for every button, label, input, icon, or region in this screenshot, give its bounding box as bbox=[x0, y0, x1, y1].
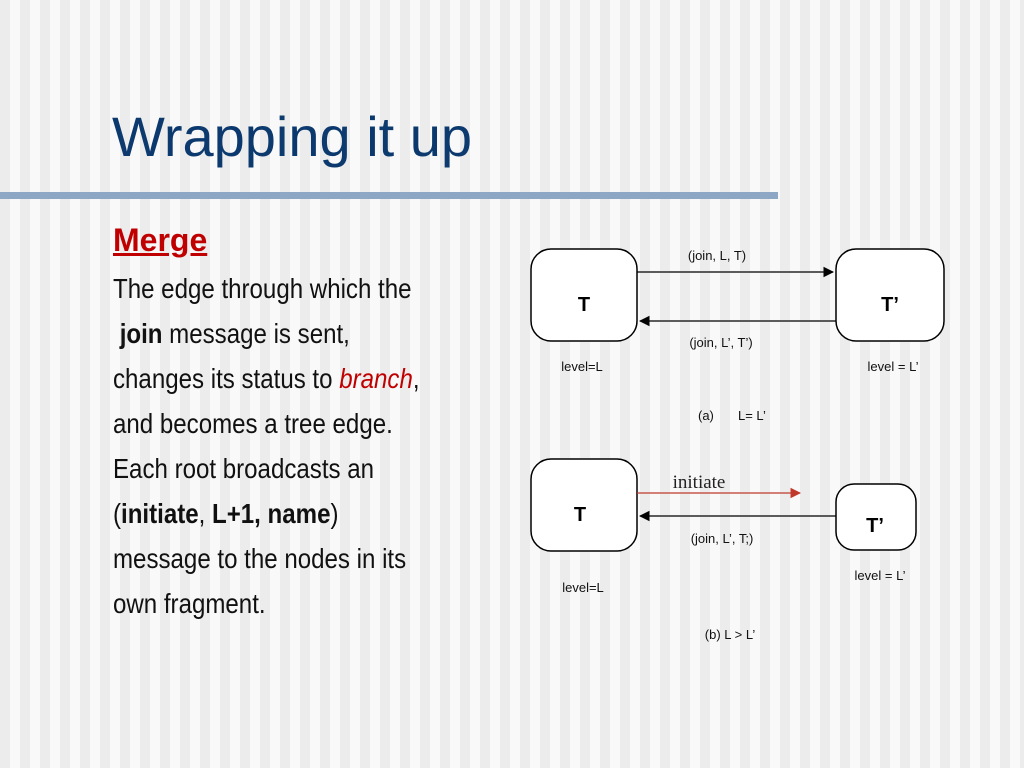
title-divider bbox=[0, 192, 778, 199]
text-l6-open: ( bbox=[113, 498, 122, 529]
text-l8: own fragment. bbox=[113, 588, 266, 619]
text-line-3: changes its status to branch, bbox=[113, 356, 440, 401]
msg-a-bottom: (join, L’, T’) bbox=[689, 335, 752, 350]
msg-a-top: (join, L, T) bbox=[688, 248, 746, 263]
caption-b: (b) L > L’ bbox=[705, 627, 756, 642]
text-l1: The edge through which the bbox=[113, 273, 412, 304]
initiate-keyword: initiate bbox=[121, 498, 199, 529]
text-line-4: and becomes a tree edge. bbox=[113, 401, 440, 446]
text-line-1: The edge through which the bbox=[113, 266, 440, 311]
text-l5: Each root broadcasts an bbox=[113, 453, 375, 484]
merge-heading: Merge bbox=[113, 222, 208, 258]
text-l6-close: ) bbox=[330, 498, 339, 529]
level-a-right: level = L’ bbox=[868, 359, 919, 374]
node-b-right-label: T’ bbox=[866, 515, 884, 537]
level-b-left: level=L bbox=[562, 580, 604, 595]
diagram-a: T T’ (join, L, T) (join, L’, T’) level=L… bbox=[530, 248, 945, 423]
msg-b-bottom: (join, L’, T;) bbox=[691, 531, 754, 546]
node-a-left bbox=[530, 248, 638, 342]
text-line-2: join message is sent, bbox=[113, 311, 440, 356]
branch-keyword: branch bbox=[339, 363, 413, 394]
text-l6-comma: , bbox=[198, 498, 213, 529]
text-line-8: own fragment. bbox=[113, 581, 440, 626]
caption-a-cond: L= L’ bbox=[738, 408, 766, 423]
node-a-left-label: T bbox=[578, 294, 590, 316]
text-line-7: message to the nodes in its bbox=[113, 536, 440, 581]
slide-title: Wrapping it up bbox=[112, 105, 473, 168]
node-b-left bbox=[530, 458, 638, 552]
text-l2-rest: message is sent, bbox=[162, 318, 350, 349]
text-l3b: , bbox=[412, 363, 420, 394]
node-b-left-label: T bbox=[574, 504, 586, 526]
node-a-right-label: T’ bbox=[881, 294, 899, 316]
level-a-left: level=L bbox=[561, 359, 603, 374]
node-a-right bbox=[835, 248, 945, 342]
text-line-6: (initiate, L+1, name) bbox=[113, 491, 440, 536]
text-l4: and becomes a tree edge. bbox=[113, 408, 393, 439]
caption-a-tag: (a) bbox=[698, 408, 714, 423]
node-b-right bbox=[835, 483, 917, 551]
msg-b-top: initiate bbox=[673, 472, 726, 493]
body-text: Merge The edge through which the join me… bbox=[113, 220, 493, 626]
level-name-keyword: L+1, name bbox=[212, 498, 331, 529]
text-l7: message to the nodes in its bbox=[113, 543, 407, 574]
diagram-b: T T’ initiate (join, L’, T;) level=L lev… bbox=[530, 458, 917, 642]
join-keyword: join bbox=[119, 318, 163, 349]
level-b-right: level = L’ bbox=[855, 568, 906, 583]
text-line-5: Each root broadcasts an bbox=[113, 446, 440, 491]
text-l3a: changes its status to bbox=[113, 363, 340, 394]
